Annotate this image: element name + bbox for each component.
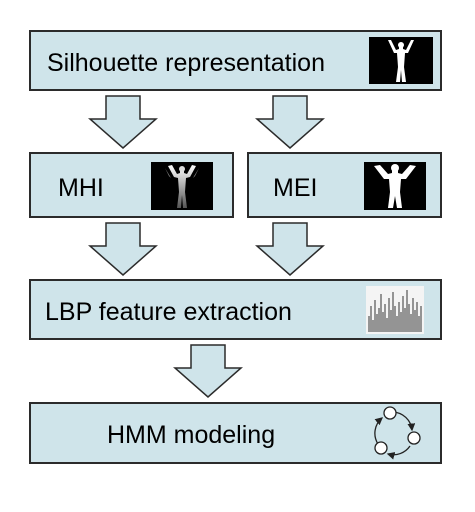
motion-energy-icon (364, 162, 426, 210)
lbp-feature-extraction-box: LBP feature extraction (29, 279, 442, 340)
hmm-modeling-label: HMM modeling (107, 421, 276, 449)
down-arrow-lbp-to-hmm (173, 344, 243, 398)
silhouette-representation-label: Silhouette representation (47, 49, 325, 77)
mei-box: MEI (247, 152, 442, 218)
down-arrow-mhi-to-lbp (88, 222, 158, 276)
mei-label: MEI (273, 174, 318, 202)
motion-history-icon (151, 162, 213, 210)
down-arrow-mei-to-lbp (255, 222, 325, 276)
silhouette-representation-box: Silhouette representation (29, 30, 442, 91)
histogram-texture-icon (366, 286, 424, 334)
state-cycle-icon (374, 406, 421, 460)
mhi-box: MHI (29, 152, 234, 218)
lbp-feature-extraction-label: LBP feature extraction (45, 298, 292, 326)
mhi-label: MHI (58, 174, 104, 202)
down-arrow-silhouette-to-mhi (88, 95, 158, 149)
silhouette-icon (369, 37, 433, 84)
hmm-modeling-box: HMM modeling (29, 402, 442, 464)
down-arrow-silhouette-to-mei (255, 95, 325, 149)
